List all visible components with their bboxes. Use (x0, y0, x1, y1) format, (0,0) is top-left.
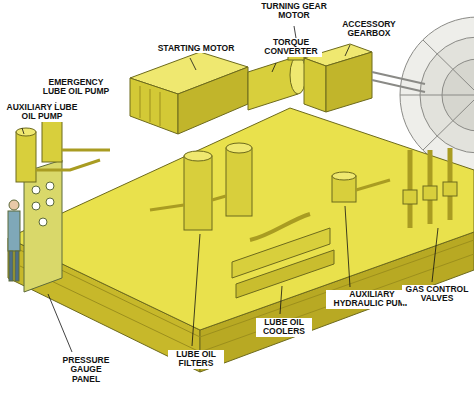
starting-motor (130, 52, 248, 134)
lube-oil-filters (150, 143, 252, 230)
part-label: AUXILIARY LUBE OIL PUMP (2, 103, 82, 122)
gas-control-valves (403, 148, 457, 228)
skid-base (8, 108, 474, 372)
part-label: GAS CONTROL VALVES (402, 285, 472, 304)
part-label: TURNING GEAR MOTOR (252, 2, 336, 21)
part-label: PRESSURE GAUGE PANEL (58, 356, 114, 384)
lube-oil-coolers (232, 214, 334, 298)
torque-converter (248, 56, 306, 110)
part-label: STARTING MOTOR (146, 44, 246, 53)
part-label: LUBE OIL COOLERS (256, 318, 312, 337)
part-label: TORQUE CONVERTER (260, 38, 322, 57)
hydraulic-pump (332, 172, 390, 202)
part-label: ACCESSORY GEARBOX (338, 20, 400, 39)
leader-lines (22, 26, 438, 352)
part-label: EMERGENCY LUBE OIL PUMP (36, 78, 116, 97)
part-label: LUBE OIL FILTERS (168, 350, 224, 369)
